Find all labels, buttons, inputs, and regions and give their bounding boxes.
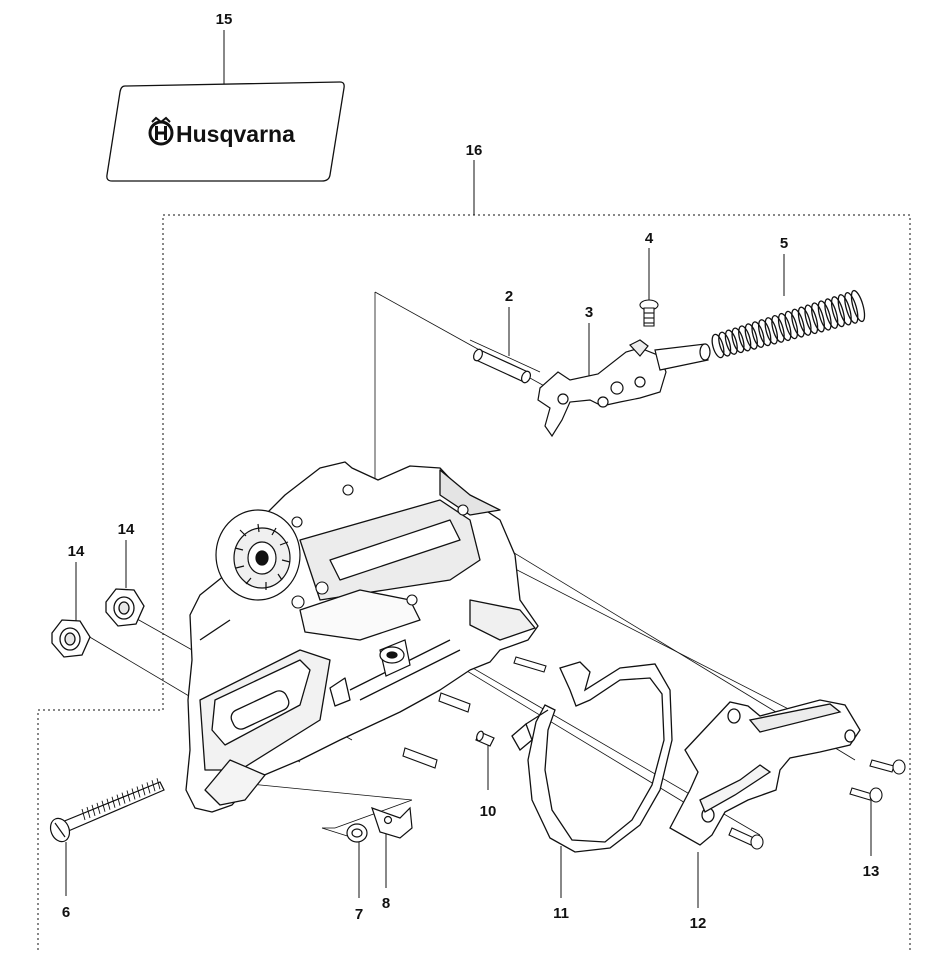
callouts: 15 16 4 5 2 3 14 14 10 13 6 7 8 11 12 (62, 11, 880, 932)
spring-coil (771, 315, 785, 343)
bolt-thread (146, 782, 151, 794)
bolt-thread (116, 794, 121, 806)
spring-coil (797, 306, 812, 336)
leader-lines (65, 30, 872, 908)
callout-5: 5 (780, 235, 788, 252)
spring-coil (811, 302, 825, 333)
part-6-bolt-threads (81, 778, 161, 821)
bolt-thread (136, 786, 141, 798)
bolt-thread (126, 790, 131, 802)
callout-14-upper: 14 (118, 521, 135, 538)
part-14-nut-lower (51, 619, 91, 658)
spring-coil (744, 323, 758, 350)
part-2-pin (473, 348, 531, 384)
bolt-thread (111, 796, 116, 808)
spring-coil (758, 319, 772, 347)
part-7-washer (346, 823, 368, 843)
spring-coil (777, 312, 792, 342)
housing-holes (291, 484, 469, 609)
bolt-thread (101, 800, 106, 812)
callout-12: 12 (690, 915, 707, 932)
callout-10: 10 (480, 803, 497, 820)
part-13-screw-b (849, 787, 883, 803)
part-12-screw (728, 827, 764, 850)
spring-coil (731, 327, 745, 354)
callout-3: 3 (585, 304, 593, 321)
callout-4: 4 (645, 230, 654, 247)
spring-coil (738, 325, 752, 352)
callout-6: 6 (62, 904, 70, 921)
spring-coil (837, 294, 852, 326)
bolt-thread (156, 778, 161, 790)
spring-coil (830, 296, 846, 328)
spring-coil (711, 333, 725, 359)
bolt-thread (81, 808, 86, 821)
part-11-brake-band (511, 661, 673, 853)
part-4-screw (639, 299, 659, 327)
sprocket-wheel (215, 509, 301, 601)
spring-coil (724, 329, 738, 355)
pivot-bushing (379, 639, 411, 677)
callout-14-lower: 14 (68, 543, 85, 560)
part-13-screw-a (869, 759, 906, 775)
part-14-nut-upper (105, 588, 145, 627)
bolt-thread (131, 788, 136, 800)
bolt-thread (121, 792, 126, 804)
bolt-thread (151, 780, 156, 792)
callout-2: 2 (505, 288, 513, 305)
assembly-boundary (37, 214, 911, 950)
part-3-brake-lever (537, 339, 711, 438)
spring-coil (844, 291, 859, 324)
housing-pins (402, 656, 547, 769)
spring-coil (784, 310, 799, 340)
spring-coil (791, 308, 805, 338)
spring-coil (804, 304, 819, 335)
bolt-thread (91, 804, 96, 817)
spring-coil (718, 331, 732, 357)
bolt-thread (141, 784, 146, 796)
part-10-pin (475, 730, 495, 747)
part-5-spring (711, 289, 866, 359)
spring-coil (817, 300, 832, 331)
spring-coil (824, 298, 839, 329)
decal-brand-text: Husqvarna (176, 121, 295, 147)
part-12-cover-plate (669, 699, 861, 846)
husqvarna-crown-logo (148, 116, 174, 146)
spring-coil (850, 289, 866, 323)
husqvarna-decal: Husqvarna (106, 81, 345, 182)
spring-coil (751, 321, 765, 348)
part-6-bolt (49, 781, 165, 843)
callout-11: 11 (553, 905, 569, 922)
part-8-nut-plate (371, 806, 413, 839)
bolt-thread (86, 806, 91, 819)
callout-16: 16 (466, 142, 483, 159)
callout-7: 7 (355, 906, 363, 923)
callout-8: 8 (382, 895, 390, 912)
spring-coil (764, 317, 779, 345)
bolt-thread (96, 802, 101, 815)
bolt-thread (106, 798, 111, 810)
callout-13: 13 (863, 863, 880, 880)
callout-15: 15 (216, 11, 233, 28)
